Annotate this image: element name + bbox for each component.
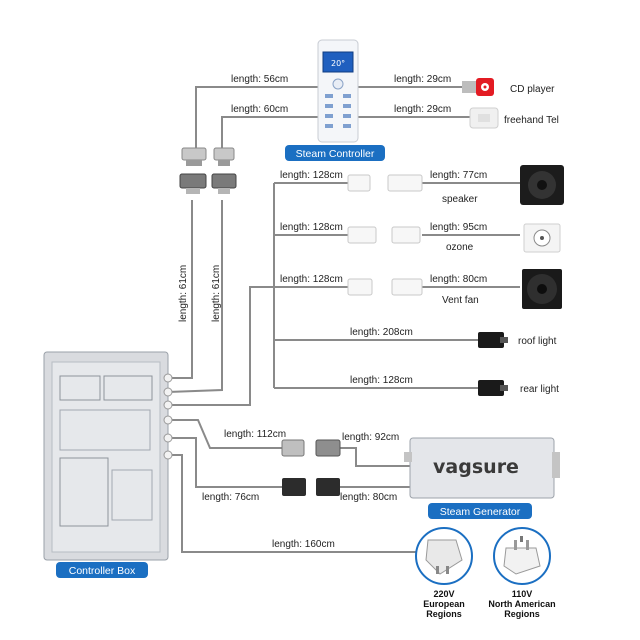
roof-light-label: roof light [518, 336, 557, 347]
rear-light-connector-icon [478, 380, 508, 396]
length-label: length: 80cm [340, 492, 397, 503]
length-label: length: 95cm [430, 222, 487, 233]
wire-generator-signal-left [168, 419, 282, 449]
length-label: length: 160cm [272, 539, 335, 550]
wire-generator-power-left [168, 437, 282, 488]
ozone-connector-icon [347, 226, 421, 244]
na-voltage-label: 110V [512, 589, 533, 599]
length-label: length: 29cm [394, 74, 451, 85]
wire-generator-signal-right [340, 447, 410, 467]
length-label: length: 208cm [350, 327, 413, 338]
cd-player-label: CD player [510, 84, 555, 95]
svg-text:20°: 20° [331, 59, 345, 68]
eu-plug-icon [415, 527, 473, 585]
na-plug-icon [493, 527, 551, 585]
wire-mains [168, 454, 418, 553]
wire-controller-db9-a [195, 86, 318, 150]
length-label: length: 29cm [394, 104, 451, 115]
eu-voltage-label: 220V [433, 589, 454, 599]
steam-controller-device: 20° [317, 39, 359, 143]
vent-fan-label: Vent fan [442, 295, 479, 306]
generator-signal-connector-icon [281, 439, 341, 457]
wire-bus-main [168, 286, 274, 406]
wire-db9-box-b [167, 200, 223, 393]
wire-controller-db9-b [221, 116, 318, 150]
steam-generator-device: vagsure [404, 437, 560, 499]
length-label: length: 56cm [231, 74, 288, 85]
steam-controller-label: Steam Controller [285, 145, 385, 161]
vent-fan-icon [522, 269, 562, 309]
length-label: length: 128cm [280, 222, 343, 233]
length-label: length: 76cm [202, 492, 259, 503]
length-label: length: 128cm [280, 274, 343, 285]
steam-controller-label-text: Steam Controller [296, 148, 375, 160]
eu-region-label-line1: European [423, 599, 465, 609]
rear-light-label: rear light [520, 384, 559, 395]
length-label: length: 77cm [430, 170, 487, 181]
tel-connector-icon [469, 107, 499, 129]
na-region-label-line2: Regions [504, 609, 540, 619]
eu-region-label-line2: Regions [426, 609, 462, 619]
steam-generator-label-text: Steam Generator [440, 506, 521, 518]
length-label: length: 61cm [211, 265, 222, 322]
length-label: length: 80cm [430, 274, 487, 285]
na-region-label-line1: North American [488, 599, 555, 609]
brand-logo: vagsure [433, 456, 519, 478]
length-label: length: 128cm [350, 375, 413, 386]
generator-power-connector-icon [282, 478, 340, 496]
ozone-label: ozone [446, 242, 474, 253]
ozone-icon [523, 223, 561, 253]
cd-player-plug-icon [462, 78, 494, 96]
fan-connector-icon [347, 278, 423, 296]
wire-db9-box-a [168, 200, 193, 379]
db9-connector-pair-icon [179, 147, 237, 194]
speaker-icon [520, 165, 564, 205]
controller-box-label-text: Controller Box [69, 565, 136, 577]
steam-generator-label: Steam Generator [428, 503, 532, 519]
length-label: length: 128cm [280, 170, 343, 181]
length-label: length: 61cm [178, 265, 189, 322]
length-label: length: 92cm [342, 432, 399, 443]
speaker-connector-icon [347, 174, 423, 192]
speaker-label: speaker [442, 194, 478, 205]
length-label: length: 60cm [231, 104, 288, 115]
length-label: length: 112cm [224, 429, 286, 440]
controller-box-label: Controller Box [56, 562, 148, 578]
roof-light-connector-icon [478, 332, 508, 348]
freehand-tel-label: freehand Tel [504, 115, 559, 126]
wires [167, 86, 520, 553]
controller-box-device [43, 351, 173, 561]
